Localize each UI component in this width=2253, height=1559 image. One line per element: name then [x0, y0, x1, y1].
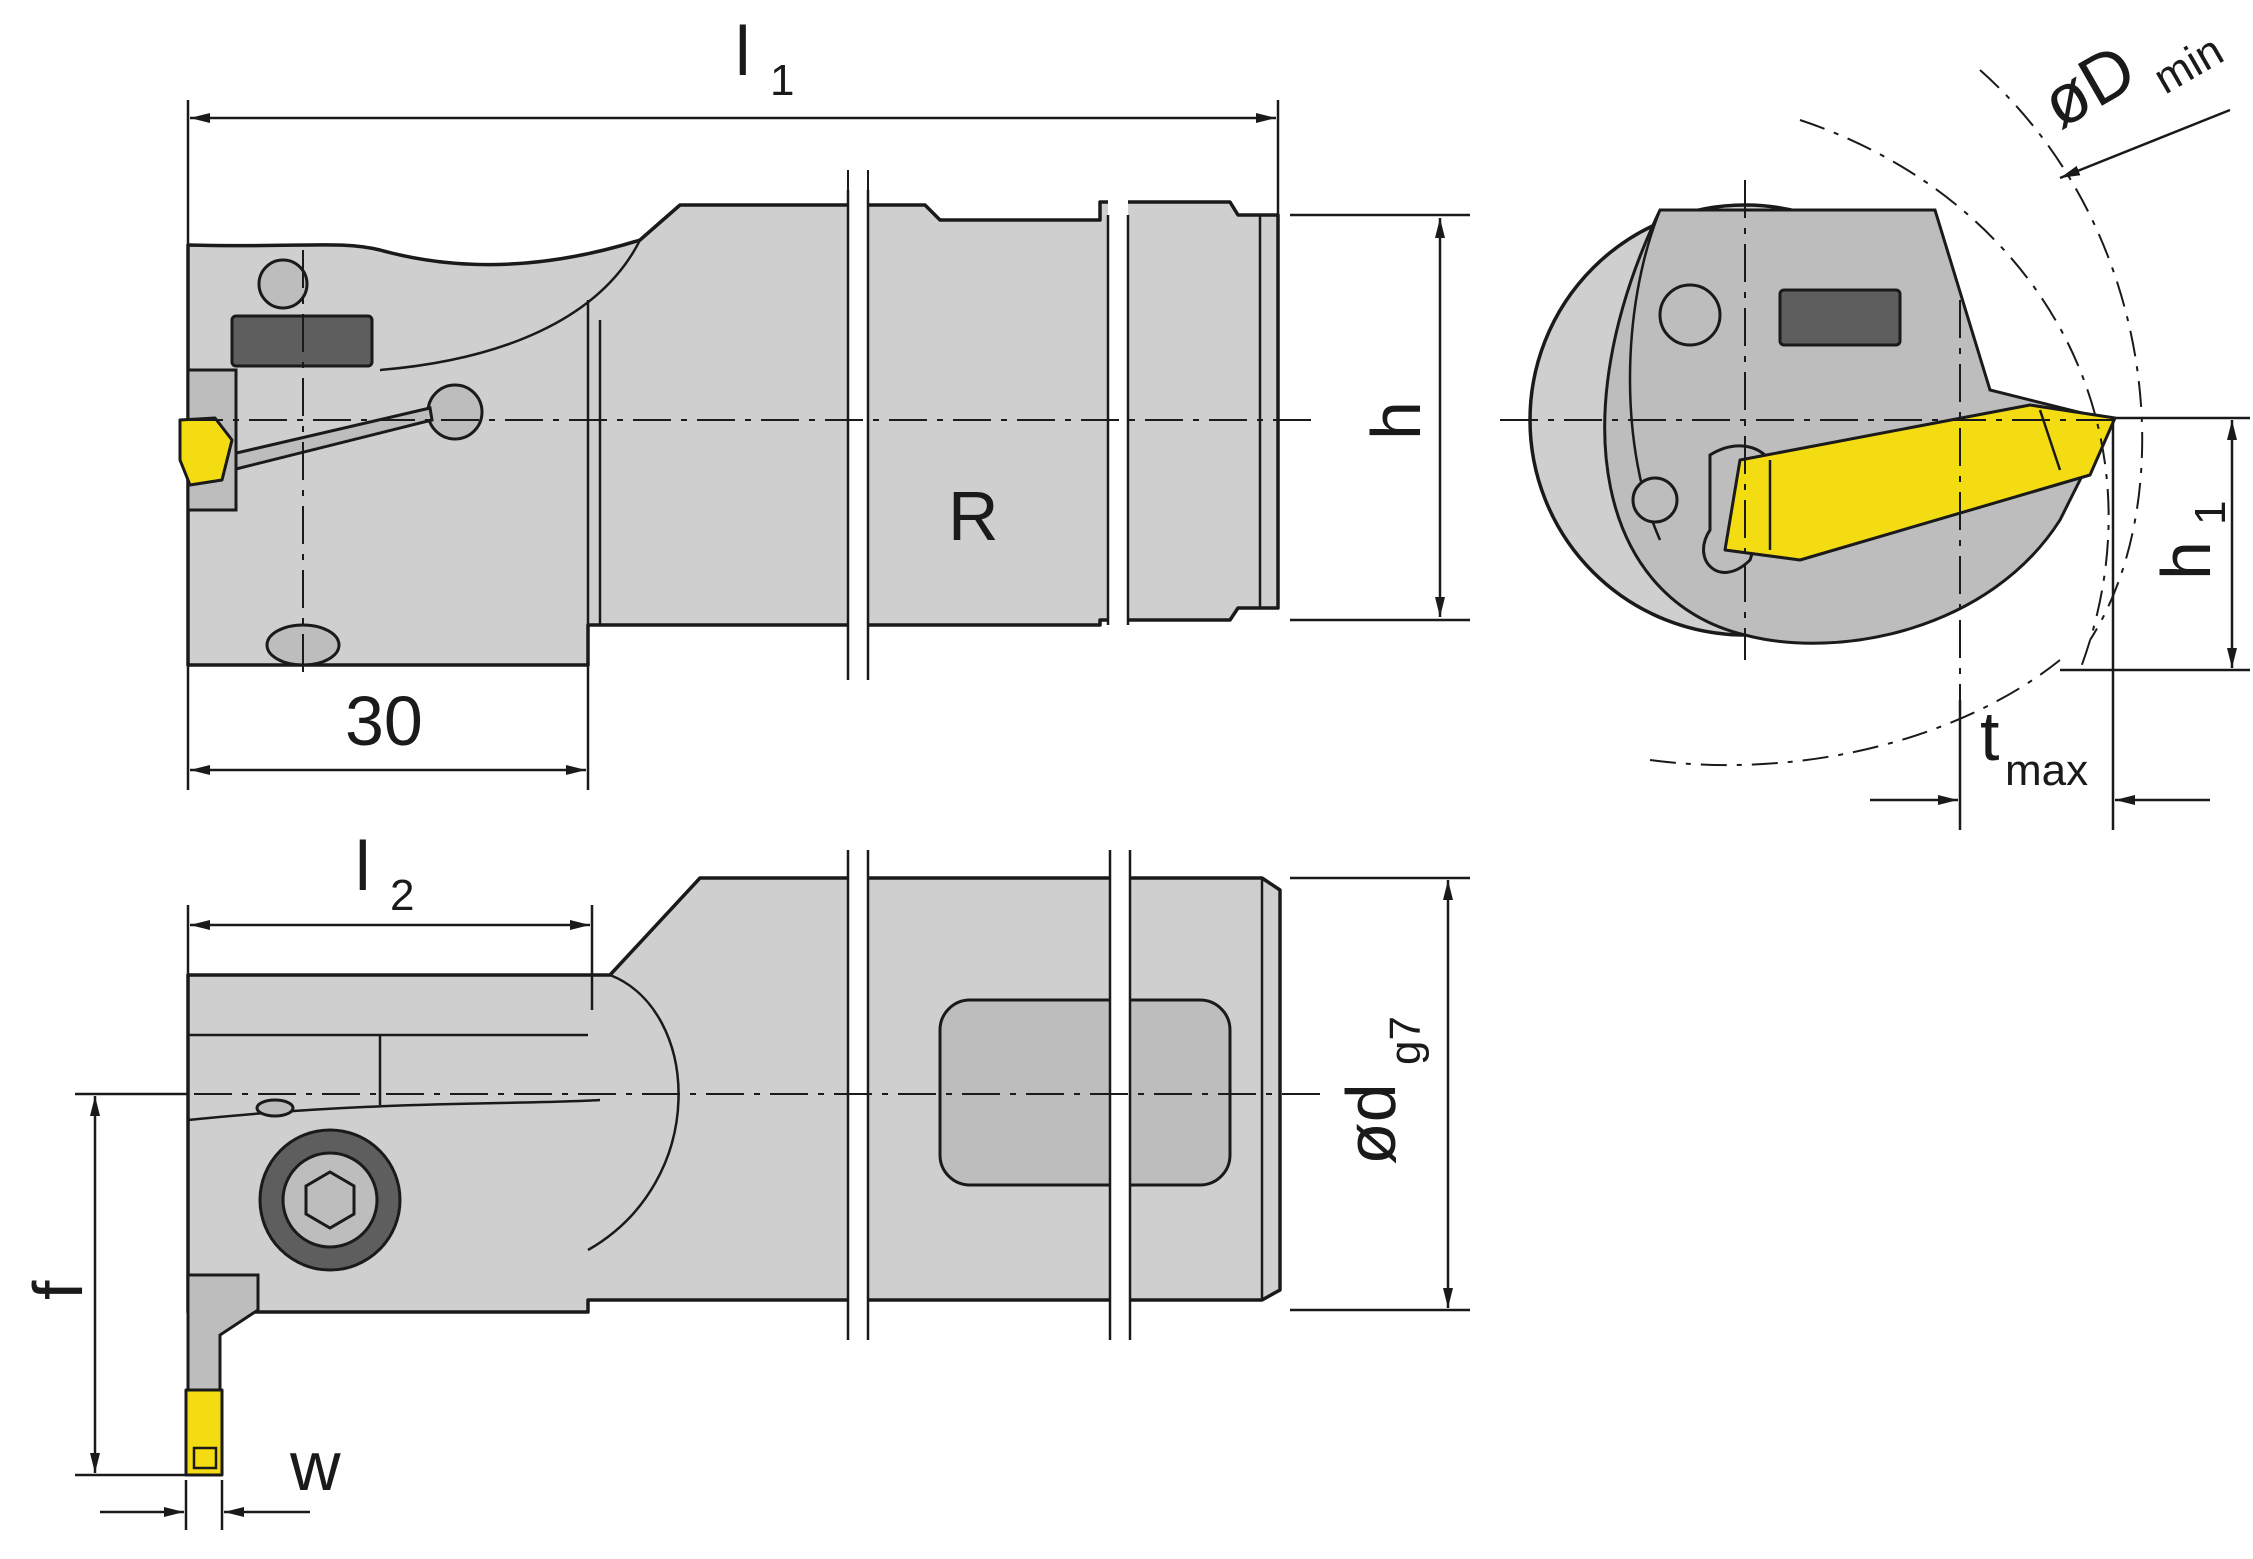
cutting-insert-front: [1723, 403, 2117, 562]
dimension-h: h: [1290, 213, 1470, 622]
label-h1: h: [2147, 541, 2225, 580]
dimension-f: f: [19, 1092, 188, 1477]
min-diameter-arc: [1799, 119, 2110, 671]
label-30: 30: [345, 682, 423, 760]
front-view: [1500, 69, 2144, 830]
dimension-dmin: øD min: [2029, 26, 2232, 180]
clamp-pad-front: [1778, 288, 1902, 347]
top-view: [178, 170, 1320, 680]
label-R: R: [948, 477, 999, 555]
small-hole-bottom: [255, 1098, 295, 1118]
dimension-dg7: ød g7: [1290, 876, 1470, 1312]
label-w: w: [289, 1427, 341, 1505]
screw-hole-top: [257, 258, 309, 310]
dimension-tmax: t max: [1870, 420, 2210, 830]
label-l2: l: [355, 827, 371, 905]
label-tmax: t: [1980, 697, 1999, 775]
label-dg7-sub: g7: [1381, 1016, 1430, 1065]
screw-hole-front-bottom: [1631, 476, 1679, 524]
label-f: f: [19, 1280, 97, 1300]
label-l1-sub: 1: [770, 56, 794, 105]
cutting-insert-top: [178, 416, 234, 487]
neck-curve: [379, 239, 642, 372]
label-h1-sub: 1: [2186, 501, 2235, 525]
label-l1: l: [735, 12, 751, 90]
label-dg7: ød: [1332, 1083, 1410, 1165]
label-l2-sub: 2: [390, 871, 414, 920]
hex-socket: [304, 1170, 356, 1230]
dimension-h1: h 1: [2060, 416, 2250, 672]
screw-hole-mid: [426, 383, 484, 441]
label-dmin: øD: [2029, 29, 2149, 143]
label-dmin-sub: min: [2146, 26, 2232, 104]
break-gap-2: [1108, 190, 1128, 640]
bottom-view: [130, 850, 1320, 1477]
label-tmax-sub: max: [2005, 746, 2088, 795]
dimension-l2: l 2: [186, 827, 594, 1010]
break-gap-1: [848, 190, 868, 680]
dimension-w: w: [100, 1427, 341, 1530]
blade-bottom: [186, 1273, 260, 1392]
clamping-flat: [938, 998, 1232, 1187]
screw-hole-front-top: [1658, 283, 1722, 347]
label-h: h: [1357, 401, 1435, 440]
dimension-l1: l 1: [186, 12, 1280, 245]
dimension-30: 30: [186, 665, 590, 790]
